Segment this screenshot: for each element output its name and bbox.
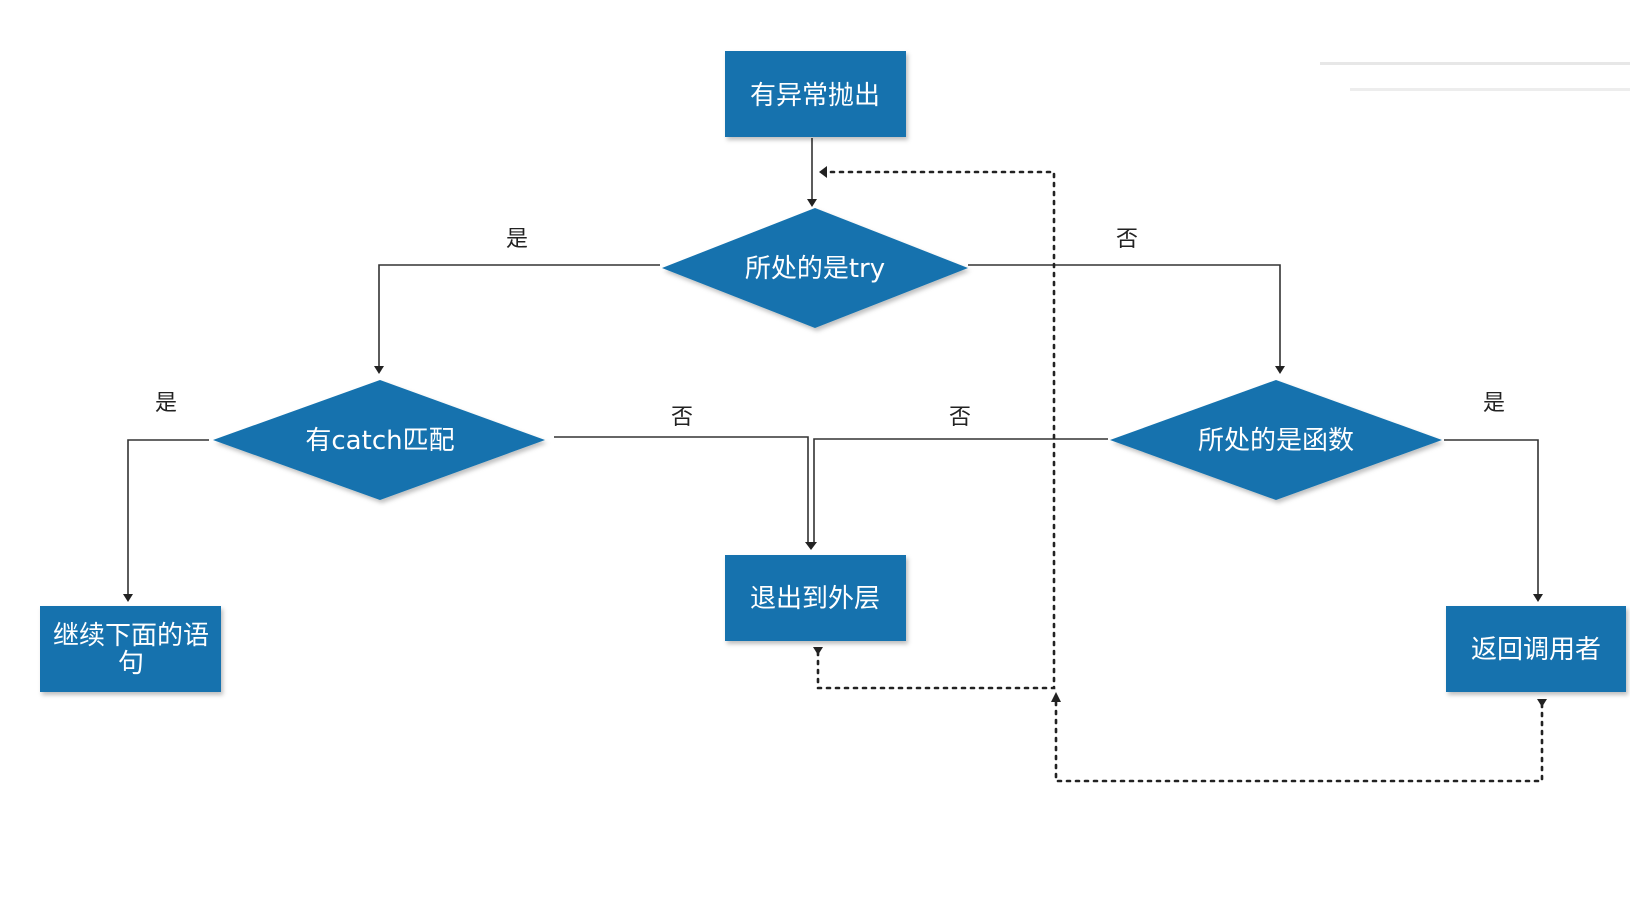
- node-return-caller: 返回调用者: [1446, 606, 1626, 692]
- arrowhead: [813, 647, 823, 655]
- label-try-yes: 是: [506, 227, 528, 252]
- edge-return-caller-loop: [1054, 698, 1544, 783]
- node-catch-match: 有catch匹配: [213, 380, 545, 500]
- arrowhead: [123, 594, 133, 602]
- label-function-no: 否: [949, 405, 971, 430]
- label-catch-no: 否: [671, 405, 693, 430]
- node-continue-below-label-line2: 句: [118, 649, 144, 679]
- edge-function-no: [813, 438, 1108, 544]
- edge-try-no: [968, 264, 1281, 368]
- node-in-try: 所处的是try: [662, 208, 968, 328]
- arrowhead: [1533, 594, 1543, 602]
- decorative-streak: [1350, 88, 1630, 91]
- node-exit-outer: 退出到外层: [725, 555, 906, 641]
- edge-catch-yes: [127, 439, 209, 596]
- node-exception-thrown-label: 有异常抛出: [750, 81, 880, 111]
- arrowhead: [819, 166, 827, 178]
- dotted-connectors: [813, 166, 1547, 783]
- node-exception-thrown: 有异常抛出: [725, 51, 906, 137]
- edge-function-yes: [1444, 439, 1539, 596]
- edge-catch-no: [554, 436, 809, 544]
- arrowhead: [1275, 366, 1285, 374]
- arrowhead: [1537, 699, 1547, 707]
- edge-labels: 是 否 是 否 否 是: [155, 227, 1505, 430]
- label-try-no: 否: [1116, 227, 1138, 252]
- node-exit-outer-label: 退出到外层: [750, 584, 880, 614]
- label-catch-yes: 是: [155, 391, 177, 416]
- decorative-streak: [1320, 62, 1630, 65]
- node-in-function: 所处的是函数: [1110, 380, 1442, 500]
- arrowhead: [805, 542, 817, 550]
- node-return-caller-label: 返回调用者: [1471, 635, 1601, 665]
- solid-connectors: [123, 138, 1543, 602]
- node-catch-match-label: 有catch匹配: [305, 426, 454, 456]
- edge-exit-outer-loop: [816, 170, 1056, 690]
- node-in-try-label: 所处的是try: [745, 254, 885, 284]
- edge-try-yes: [378, 264, 660, 368]
- arrowhead: [374, 366, 384, 374]
- node-in-function-label: 所处的是函数: [1198, 426, 1354, 456]
- node-continue-below-label-line1: 继续下面的语: [53, 621, 209, 651]
- arrowhead: [807, 199, 817, 207]
- arrowhead: [1051, 692, 1061, 702]
- label-function-yes: 是: [1483, 391, 1505, 416]
- node-continue-below: 继续下面的语 句: [40, 606, 221, 692]
